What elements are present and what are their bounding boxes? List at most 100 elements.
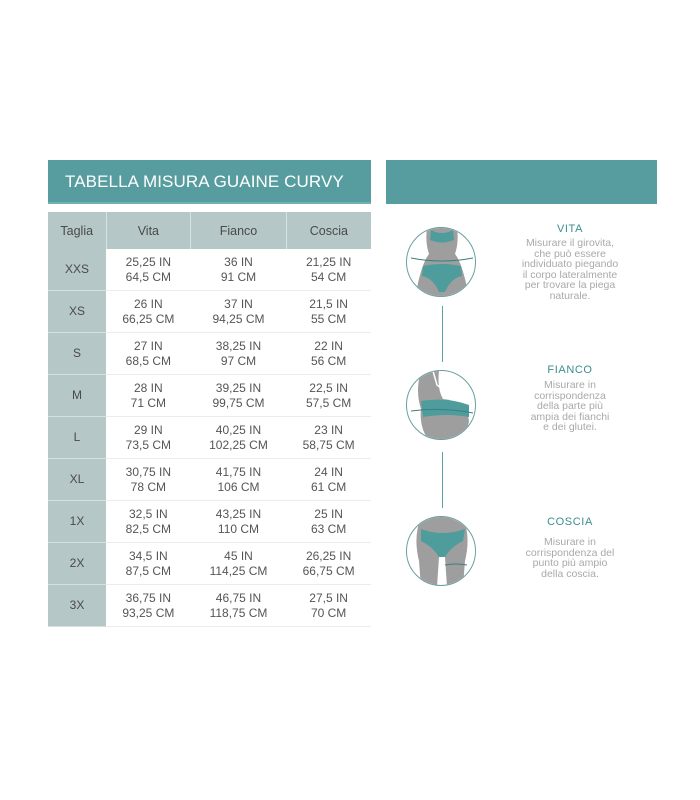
cell-value: 23 IN [314,422,343,437]
size-label: XS [48,290,106,333]
cell-value: XS [68,304,85,318]
cell-value: 46,75 IN [215,590,262,605]
fianco-description-line: e dei glutei. [543,421,597,433]
cell-value: 110 CM [217,521,260,536]
cell-value: 25,25 IN [125,254,172,269]
size-label: M [48,374,106,417]
cell-value: S [72,346,81,360]
cell-value: 1X [69,514,85,528]
cell-value: 68,5 CM [125,353,172,368]
vita-description-line: che può essere [534,247,606,260]
cell-value: 55 CM [310,311,347,326]
vita-description-line: Misurare il girovita, [525,237,615,249]
table-title: TABELLA MISURA GUAINE CURVY [48,160,371,204]
fianco-description-line: ampia dei fianchi [530,410,610,423]
cell-value: 71 CM [130,395,167,410]
cell-value: 58,75 CM [302,437,355,452]
cell-value: 64,5 CM [125,269,172,284]
cell-value: 38,25 IN [215,338,262,353]
cell-value: 93,25 CM [122,605,175,620]
cell-value: 66,25 CM [122,311,175,326]
cell-value: 40,25 IN [215,422,262,437]
cell-value: M [72,388,82,402]
cell-value: 82,5 CM [125,521,172,536]
cell-value: 21,25 IN [305,254,352,269]
cell-value: 22,5 IN [309,380,348,395]
coscia-description-line: Misurare in [544,536,596,548]
cell-value: 34,5 IN [129,548,168,563]
size-label: XXS [48,249,106,291]
cell-value: 54 CM [310,269,347,284]
cell-value: 106 CM [217,479,260,494]
vita-description-line: il corpo lateralmente [522,268,618,281]
cell-value: 26 IN [134,296,163,311]
guide-header-bar [386,160,657,204]
cell-value: 3X [69,598,85,612]
cell-value: 21,5 IN [309,296,348,311]
cell-value: 37 IN [224,296,253,311]
size-label: S [48,332,106,375]
cell-value: 94,25 CM [212,311,265,326]
fianco-description-line: corrispondenza [534,389,606,402]
cell-value: 114,25 CM [209,563,268,578]
cell-value: 26,25 IN [305,548,352,563]
cell-value: 78 CM [130,479,167,494]
cell-value: XL [69,472,85,486]
table-header-row: Taglia Vita Fianco Coscia [48,212,371,249]
cell-value: XXS [64,262,89,276]
cell-value: 102,25 CM [209,437,268,452]
cell-value: 57,5 CM [305,395,352,410]
cell-value: 39,25 IN [215,380,262,395]
cell-value: 97 CM [220,353,257,368]
vita-description-line: individuato piegando [521,258,619,270]
cell-value: 43,25 IN [215,506,262,521]
size-label: 2X [48,542,106,585]
cell-value: 27 IN [134,338,163,353]
coscia-description-line: corrispondenza del [525,546,615,559]
cell-value: 36,75 IN [125,590,172,605]
connector-line-1 [442,306,443,362]
coscia-description-line: della coscia. [541,567,599,580]
cell-value: L [73,430,81,444]
thigh-figure-icon [406,516,476,586]
cell-value: 29 IN [134,422,163,437]
cell-value: 27,5 IN [309,590,348,605]
size-label: 3X [48,584,106,627]
cell-value: 63 CM [310,521,347,536]
coscia-title: COSCIA [547,516,593,528]
cell-value: 24 IN [314,464,343,479]
vita-title: VITA [556,223,584,235]
cell-value: 61 CM [310,479,347,494]
